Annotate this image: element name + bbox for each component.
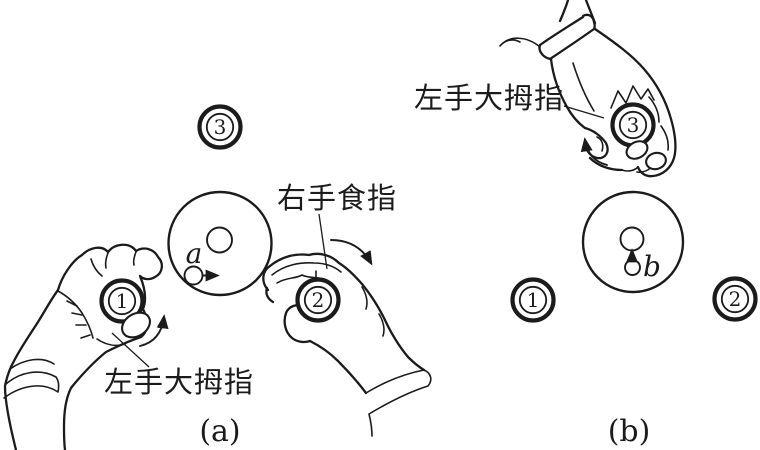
coin-2-panel-b: 2: [712, 276, 758, 322]
left-palm-crease: [96, 338, 126, 347]
coin-3-ring: [197, 104, 243, 150]
right-thumb-outline: [283, 304, 312, 344]
top-hand-cuff: [538, 13, 596, 61]
panel-a-caption: (a): [199, 414, 240, 449]
coin-1-inner-circle: [107, 286, 137, 316]
right-cuff: [365, 369, 432, 437]
left-hand-finger-lines: [90, 251, 137, 277]
coin-3-inner-circle: [205, 112, 235, 142]
coin-2-ring: [295, 277, 341, 323]
coin-3-panel-b: 3: [610, 102, 656, 148]
coin-2-inner-circle: [303, 285, 333, 315]
disc-b-hole: [619, 226, 645, 252]
disc-b: b: [581, 190, 685, 294]
left-hand-label: 左手大拇指: [104, 366, 254, 399]
coin-1b-inner-circle: [518, 285, 548, 315]
panel-b: 3 左手大拇指 b 1 2 (b): [414, 0, 758, 449]
left-thumb-tip: [121, 311, 151, 339]
left-hand: [3, 243, 163, 450]
top-hand-fingertip-2: [645, 151, 667, 171]
right-hand-label: 右手食指: [277, 182, 397, 215]
disc-a-hole: [206, 226, 233, 254]
right-palm-bottom: [308, 339, 368, 395]
coin-2b-ring: [712, 276, 758, 322]
panel-b-caption: (b): [608, 414, 651, 449]
top-hand-right-contour: [593, 27, 677, 178]
coin-1b-ring: [510, 277, 556, 323]
top-thumb-nail: [596, 136, 604, 152]
top-hand-fabric-curl: [499, 37, 541, 48]
right-hand-label-leader: [318, 213, 328, 270]
coin-1-digit: 1: [116, 289, 129, 313]
coin-2b-inner-circle: [720, 284, 750, 314]
left-thumb-spikes: [66, 300, 91, 339]
rotation-arrow-coin-1: [139, 314, 169, 347]
top-hand-fingertip-1: [625, 140, 649, 160]
coin-1-panel-a: 1: [99, 278, 145, 324]
coin-1-ring: [99, 278, 145, 324]
right-hand-fingertip-curl: [265, 286, 275, 304]
top-hand-finger-lines: [648, 96, 670, 151]
coin-3b-digit: 3: [627, 113, 640, 137]
left-hand-outline: [3, 243, 163, 450]
top-hand-web-spikes: [610, 85, 655, 109]
left-hand-bracelet: [3, 358, 60, 399]
panel-a: 1 a 3: [3, 104, 432, 450]
point-a-label: a: [186, 237, 203, 270]
top-hand-label-leader: [563, 105, 605, 119]
left-thumb-outline: [57, 290, 94, 339]
coin-2b-digit: 2: [729, 287, 742, 311]
rotation-arrow-coin-2: [330, 239, 373, 266]
right-knuckle-lines: [361, 286, 385, 337]
coin-3b-inner-circle: [618, 110, 648, 140]
top-hand-palm-crease: [572, 62, 595, 112]
coin-3-digit: 3: [214, 115, 227, 139]
coin-1b-digit: 1: [527, 288, 540, 312]
point-b-label: b: [643, 250, 661, 283]
coin-3-panel-a: 3: [197, 104, 243, 150]
right-hand-outline: [262, 252, 426, 372]
point-a-circle: [183, 265, 204, 286]
coin-2-panel-a: 2: [295, 277, 341, 323]
top-hand-label: 左手大拇指: [414, 82, 564, 115]
disc-a: a: [167, 190, 273, 297]
point-b-circle: [624, 259, 641, 276]
rotation-arrow-coin-3: [580, 137, 608, 166]
left-hand-label-leader: [111, 332, 150, 368]
top-hand-under-thumb: [588, 156, 624, 172]
coin-2-digit: 2: [312, 288, 325, 312]
right-hand: [262, 252, 432, 437]
coin-1-panel-b: 1: [510, 277, 556, 323]
